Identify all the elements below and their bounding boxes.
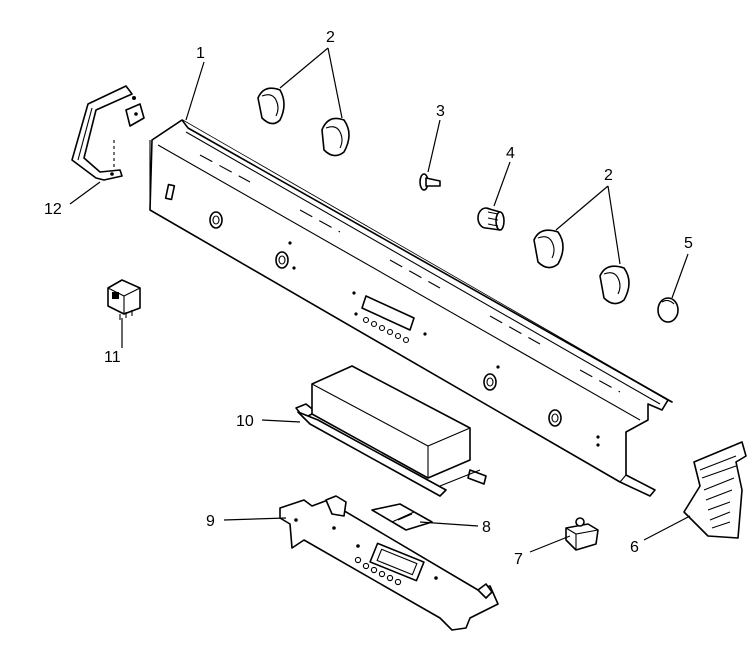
callout-11: 11 bbox=[104, 349, 121, 366]
knob-1 bbox=[257, 87, 285, 125]
callout-7: 7 bbox=[514, 551, 523, 568]
selector-switch bbox=[477, 207, 505, 231]
leader-lines bbox=[69, 47, 691, 553]
leader-10 bbox=[261, 419, 301, 423]
leader-12 bbox=[69, 181, 101, 205]
button-cap bbox=[657, 297, 679, 323]
leader-3 bbox=[427, 119, 441, 173]
callout-1: 1 bbox=[196, 45, 205, 62]
callout-labels: 1 2 2 3 4 5 6 7 8 9 10 11 12 bbox=[44, 29, 693, 568]
callout-9: 9 bbox=[206, 513, 215, 530]
callout-2b: 2 bbox=[604, 167, 613, 184]
relay bbox=[107, 279, 141, 320]
leader-1 bbox=[185, 61, 205, 121]
switch-block bbox=[565, 517, 599, 551]
leader-8 bbox=[419, 521, 479, 527]
knob-4 bbox=[599, 265, 630, 305]
leader-2b bbox=[555, 185, 621, 265]
callout-5: 5 bbox=[684, 235, 693, 252]
callout-10: 10 bbox=[236, 413, 254, 430]
control-board-bracket bbox=[279, 495, 499, 631]
end-cap-trim bbox=[683, 441, 747, 539]
callout-3: 3 bbox=[436, 103, 445, 120]
side-bracket bbox=[71, 85, 145, 181]
callout-8: 8 bbox=[482, 519, 491, 536]
callout-4: 4 bbox=[506, 145, 515, 162]
pin-screw bbox=[419, 173, 441, 191]
callout-2a: 2 bbox=[326, 29, 335, 46]
overlay-plate bbox=[371, 503, 433, 531]
leader-6 bbox=[643, 515, 691, 541]
knob-2 bbox=[321, 117, 350, 157]
transformer-module bbox=[295, 365, 487, 497]
callout-12: 12 bbox=[44, 201, 62, 218]
callout-6: 6 bbox=[630, 539, 639, 556]
leader-7 bbox=[529, 535, 571, 553]
leader-2a bbox=[279, 47, 343, 119]
control-panel-backguard bbox=[149, 119, 673, 497]
knob-3 bbox=[533, 229, 564, 269]
leader-4 bbox=[493, 161, 511, 207]
leader-5 bbox=[671, 253, 689, 299]
leader-9 bbox=[223, 517, 287, 521]
